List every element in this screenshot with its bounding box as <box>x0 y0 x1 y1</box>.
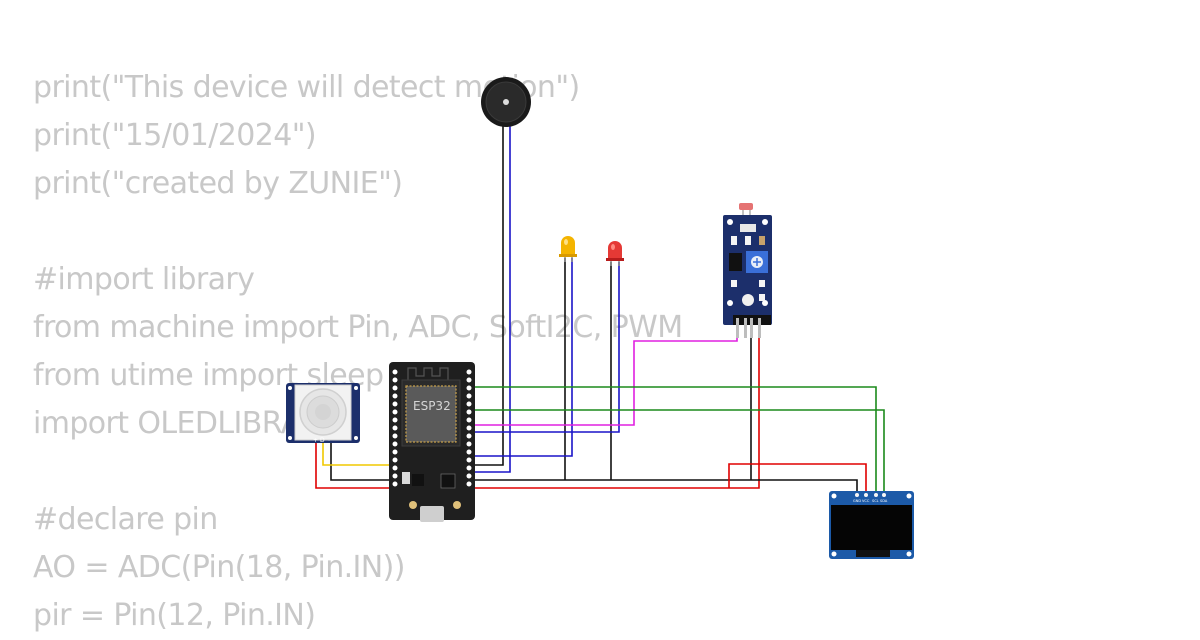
oled-pin-label: SCL <box>872 499 879 503</box>
esp32-right-pins <box>466 369 472 487</box>
code-line: from machine import Pin, ADC, SoftI2C, P… <box>33 310 683 345</box>
led-red[interactable] <box>606 241 624 266</box>
pir-pin-label: + <box>313 437 318 444</box>
wire-pir-red[interactable] <box>315 442 395 489</box>
buzzer[interactable] <box>481 77 531 127</box>
oled-pin-label: VCC <box>862 499 870 503</box>
oled-screen <box>831 505 912 550</box>
oled-pin-label: SDA <box>880 499 888 503</box>
wire-buzzer-black[interactable] <box>470 125 504 466</box>
usb-port <box>420 506 444 522</box>
wire-buzzer-blue[interactable] <box>470 125 511 473</box>
wire-led-amber-blue[interactable] <box>470 258 573 457</box>
code-line: print("created by ZUNIE") <box>33 166 403 201</box>
oled-pin-label: GND <box>853 499 861 503</box>
wire-oled-gnd[interactable] <box>470 479 858 491</box>
code-line: #declare pin <box>33 502 218 537</box>
led-amber[interactable] <box>559 236 577 262</box>
code-line: #import library <box>33 262 255 297</box>
ldr-module[interactable] <box>723 203 772 338</box>
wire-pir-black[interactable] <box>330 442 395 481</box>
code-line: print("15/01/2024") <box>33 118 317 153</box>
pir-pin-label: D <box>320 437 325 444</box>
esp32-board[interactable]: ESP32 <box>389 362 475 522</box>
wire-ldr-red[interactable] <box>470 325 760 489</box>
wire-oled-vcc[interactable] <box>728 463 867 491</box>
pir-sensor[interactable]: + D - <box>286 383 360 444</box>
wire-oled-sda[interactable] <box>470 409 885 491</box>
pir-pin-label: - <box>328 437 330 444</box>
wire-pir-yellow[interactable] <box>322 442 395 466</box>
oled-display[interactable]: GND VCC SCL SDA <box>829 491 914 559</box>
code-line: pir = Pin(12, Pin.IN) <box>33 598 316 633</box>
esp32-chip-label: ESP32 <box>413 399 451 413</box>
wire-led-red-blue[interactable] <box>470 262 620 433</box>
wire-oled-scl[interactable] <box>470 386 877 491</box>
esp32-left-pins <box>392 369 398 487</box>
code-line: AO = ADC(Pin(18, Pin.IN)) <box>33 550 405 585</box>
